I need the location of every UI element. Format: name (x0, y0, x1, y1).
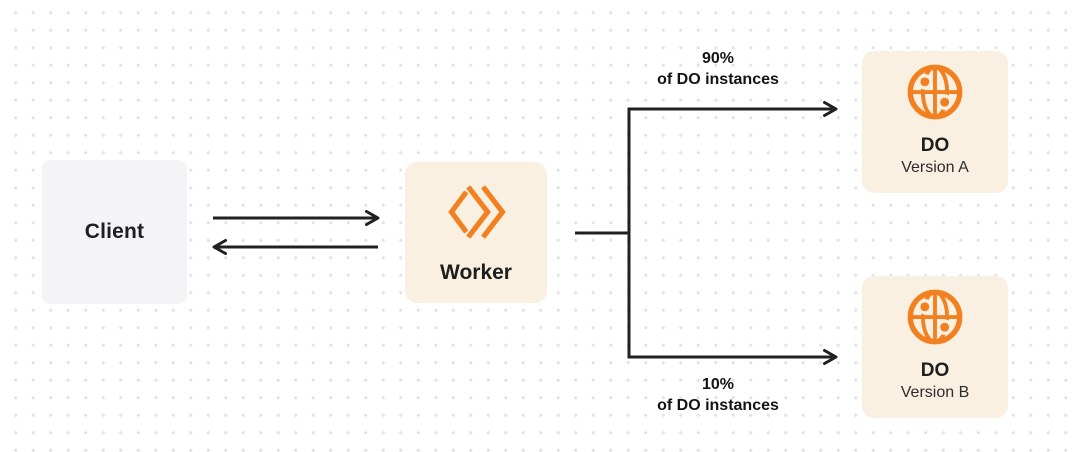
do-a-title: DO (920, 135, 950, 156)
split-top-detail: of DO instances (657, 71, 779, 88)
split-bottom-detail: of DO instances (657, 397, 779, 414)
split-bottom-percent: 10% (701, 376, 735, 393)
globe-icon (904, 286, 966, 353)
split-branch-arrows (627, 101, 838, 365)
node-worker: Worker (405, 162, 547, 303)
split-label-10-percent: 10% of DO instances (593, 374, 843, 416)
node-client: Client (42, 160, 187, 304)
split-top-percent: 90% (701, 50, 735, 67)
workers-logo-icon (445, 181, 507, 248)
do-b-title: DO (920, 360, 950, 381)
split-label-90-percent: 90% of DO instances (593, 48, 843, 90)
do-a-subtitle: Version A (901, 159, 969, 176)
node-do-version-b: DO Version B (862, 276, 1008, 418)
worker-label: Worker (440, 260, 512, 284)
do-b-subtitle: Version B (900, 384, 970, 401)
node-do-version-a: DO Version A (862, 51, 1008, 193)
client-label: Client (84, 220, 145, 243)
globe-icon (904, 61, 966, 128)
